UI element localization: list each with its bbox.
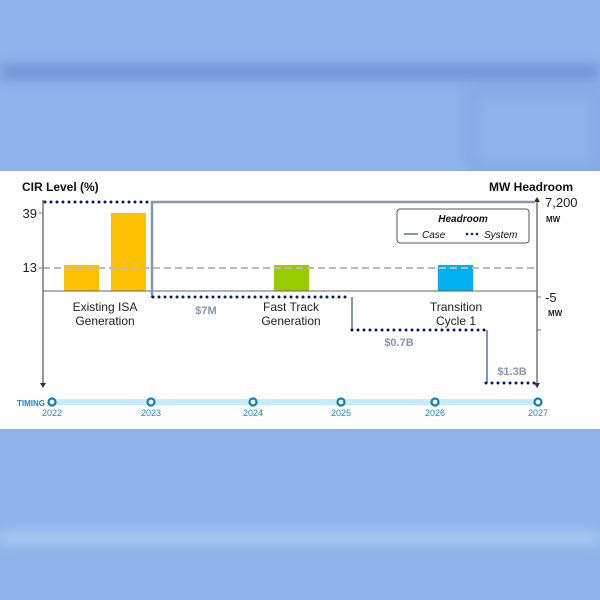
- left-tick-13: 13: [23, 260, 37, 275]
- legend-system-label: System: [484, 230, 517, 241]
- right-axis-arrow-top: [534, 197, 540, 202]
- right-axis-title: MW Headroom: [489, 180, 573, 194]
- background-blur: [0, 65, 600, 79]
- timeline-year-2022: 2022: [42, 408, 62, 418]
- legend-case-label: Case: [422, 230, 446, 241]
- timeline-label: TIMING: [17, 399, 45, 408]
- timeline-year-2024: 2024: [243, 408, 263, 418]
- timeline-bar: [52, 399, 538, 405]
- timeline-year-2023: 2023: [141, 408, 161, 418]
- case-headroom-line: [150, 200, 535, 298]
- bar-existing: [64, 265, 99, 291]
- timeline-marker-2027: [533, 397, 543, 407]
- group-label-transition-1: Transition: [430, 300, 482, 314]
- timeline-marker-2024: [248, 397, 258, 407]
- left-axis-title: CIR Level (%): [22, 180, 99, 194]
- timeline-marker-2023: [146, 397, 156, 407]
- background-blur: [0, 530, 600, 546]
- bar-transition: [438, 265, 473, 291]
- bar-fast-track: [274, 265, 309, 291]
- right-tick-neg5-unit: MW: [548, 309, 563, 318]
- timeline-marker-2026: [430, 397, 440, 407]
- timeline-year-2025: 2025: [331, 408, 351, 418]
- background-blur: [470, 90, 600, 170]
- timeline-year-2027: 2027: [528, 408, 548, 418]
- bar-existing: [111, 213, 146, 291]
- group-label-transition-2: Cycle 1: [436, 314, 476, 328]
- right-tick-7200-unit: MW: [546, 215, 561, 224]
- group-label-existing-1: Existing ISA: [73, 300, 138, 314]
- group-label-fast-1: Fast Track: [263, 300, 320, 314]
- right-tick-neg5: -5: [545, 290, 557, 305]
- timeline-marker-2022: [47, 397, 57, 407]
- cost-label-1-3b: $1.3B: [497, 366, 526, 378]
- cost-label-0-7b: $0.7B: [384, 337, 413, 349]
- group-label-existing-2: Generation: [75, 314, 134, 328]
- group-label-fast-2: Generation: [261, 314, 320, 328]
- timeline-year-2026: 2026: [425, 408, 445, 418]
- right-axis-arrow: [534, 383, 540, 388]
- timeline-marker-2025: [336, 397, 346, 407]
- legend-title: Headroom: [438, 214, 488, 225]
- right-tick-7200: 7,200: [545, 195, 578, 210]
- chart: CIR Level (%) MW Headroom 39 13 7,200 MW…: [17, 180, 578, 418]
- legend: Headroom Case System: [396, 208, 530, 244]
- left-tick-39: 39: [23, 206, 37, 221]
- cost-label-7m: $7M: [195, 305, 216, 317]
- left-axis-arrow: [40, 383, 46, 388]
- chart-panel: CIR Level (%) MW Headroom 39 13 7,200 MW…: [0, 171, 600, 429]
